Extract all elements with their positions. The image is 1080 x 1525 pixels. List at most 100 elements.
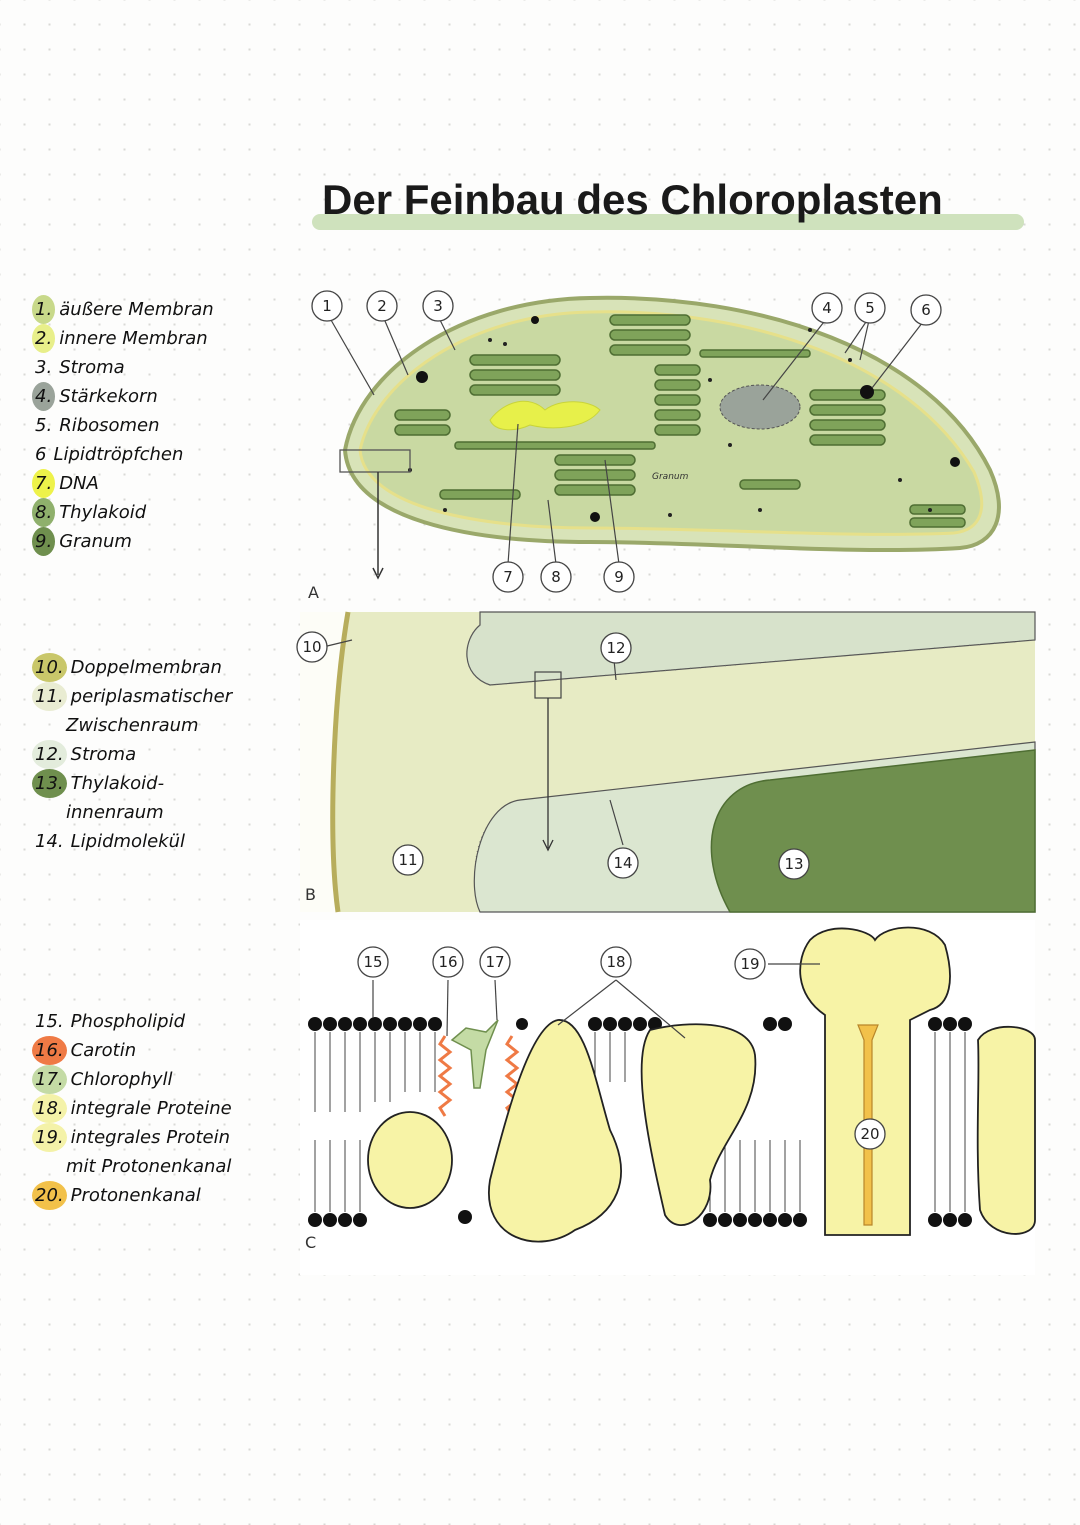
callout-circle — [357, 946, 389, 978]
callout-number: 17 — [485, 953, 504, 971]
legend-text-continued: innenraum — [66, 802, 164, 823]
legend-text: Lipidtröpfchen — [53, 444, 184, 465]
callout-circle — [422, 290, 454, 322]
legend-text: Ribosomen — [59, 415, 160, 436]
legend-item: 14.Lipidmolekül — [32, 827, 232, 856]
legend-text: Carotin — [70, 1040, 137, 1061]
integral-protein-right — [976, 1025, 1036, 1235]
callout-number: 16 — [438, 953, 457, 971]
legend-item: 16.Carotin — [32, 1036, 232, 1065]
legend-text: integrale Proteine — [70, 1098, 232, 1119]
legend-text-continued: Zwischenraum — [66, 715, 199, 736]
callout-number: 8 — [551, 568, 561, 586]
legend-text: DNA — [59, 473, 99, 494]
legend-text: Chlorophyll — [70, 1069, 173, 1090]
callout-circle — [603, 561, 635, 593]
legend-number: 1. — [32, 295, 56, 324]
legend-text: Thylakoid — [59, 502, 147, 523]
carotene-1 — [437, 1035, 453, 1117]
integral-protein-large — [487, 1019, 622, 1243]
integral-protein-small — [367, 1111, 453, 1209]
panel-letter: A — [308, 583, 319, 602]
granum-inline-label: Granum — [652, 472, 689, 482]
legend-text: Stroma — [70, 744, 137, 765]
legend-number: 19. — [32, 1123, 67, 1152]
legend-number: 16. — [32, 1036, 67, 1065]
callout-circle — [492, 561, 524, 593]
legend-item: 7.DNA — [32, 469, 214, 498]
legend-text: periplasmatischer — [70, 686, 233, 707]
legend-text: Thylakoid- — [70, 773, 165, 794]
callout-number: 6 — [921, 301, 931, 319]
callout-number: 9 — [614, 568, 624, 586]
legend-number: 10. — [32, 653, 67, 682]
callout-number: 3 — [433, 297, 443, 315]
legend-item: 19.integrales Protein — [32, 1123, 232, 1152]
legend-text: äußere Membran — [59, 299, 214, 320]
legend-item: 13.Thylakoid- — [32, 769, 232, 798]
legend-item: 5.Ribosomen — [32, 411, 214, 440]
legend-text: Granum — [59, 531, 132, 552]
legend-item: 1.äußere Membran — [32, 295, 214, 324]
lipid-droplets — [416, 316, 960, 522]
legend-item: 10.Doppelmembran — [32, 653, 232, 682]
legend-number: 3. — [35, 357, 53, 378]
zoom-box-a — [339, 449, 411, 473]
ribosomes — [408, 328, 932, 517]
phospholipid-heads — [308, 1017, 972, 1227]
legend-number: 12. — [32, 740, 67, 769]
callout-circle — [311, 290, 343, 322]
callout-number: 15 — [363, 953, 382, 971]
callout-number: 4 — [822, 299, 832, 317]
legend-number: 2. — [32, 324, 56, 353]
callout-number: 20 — [860, 1125, 879, 1143]
callout-circle — [432, 946, 464, 978]
legend-text: innere Membran — [59, 328, 208, 349]
title-block: Der Feinbau des Chloroplasten — [312, 170, 1027, 240]
legend-item: 18.integrale Proteine — [32, 1094, 232, 1123]
callout-number: 14 — [613, 854, 632, 872]
callout-number: 7 — [503, 568, 513, 586]
callout-circle — [778, 848, 810, 880]
integral-protein-mid — [640, 1023, 757, 1227]
legend-number: 9. — [32, 527, 56, 556]
legend-number: 14. — [35, 831, 64, 852]
legend-number: 17. — [32, 1065, 67, 1094]
page-title: Der Feinbau des Chloroplasten — [322, 176, 943, 223]
callout-number: 18 — [606, 953, 625, 971]
callout-number: 10 — [302, 638, 321, 656]
chlorophyll-molecule — [450, 1019, 499, 1089]
legend-text: Stroma — [59, 357, 125, 378]
legend-item: 20.Protonenkanal — [32, 1181, 232, 1210]
legend-item: 12.Stroma — [32, 740, 232, 769]
callout-circle — [392, 844, 424, 876]
panel-letters: ABC — [305, 583, 319, 1252]
legend-item: 8.Thylakoid — [32, 498, 214, 527]
legend-number: 15. — [35, 1011, 64, 1032]
callout-lines-c — [372, 963, 820, 1039]
callout-circle — [600, 632, 632, 664]
legend-text-continued: mit Protonenkanal — [66, 1156, 232, 1177]
callout-circle — [366, 290, 398, 322]
thylakoid-stacks — [394, 314, 966, 528]
callout-number: 1 — [322, 297, 332, 315]
legend-item: 4.Stärkekorn — [32, 382, 214, 411]
panel-letter: C — [305, 1233, 316, 1252]
chloroplast-diagram: Granum — [296, 290, 1036, 1275]
callout-number: 19 — [740, 955, 759, 973]
atp-synthase-protein — [799, 926, 951, 1236]
legend-number: 18. — [32, 1094, 67, 1123]
callout-number: 11 — [398, 851, 417, 869]
callout-circle — [540, 561, 572, 593]
callout-circle — [854, 1118, 886, 1150]
callout-circle — [479, 946, 511, 978]
legend-number: 11. — [32, 682, 67, 711]
double-membrane — [330, 611, 351, 913]
callout-number: 5 — [865, 299, 875, 317]
callout-circle — [854, 292, 886, 324]
